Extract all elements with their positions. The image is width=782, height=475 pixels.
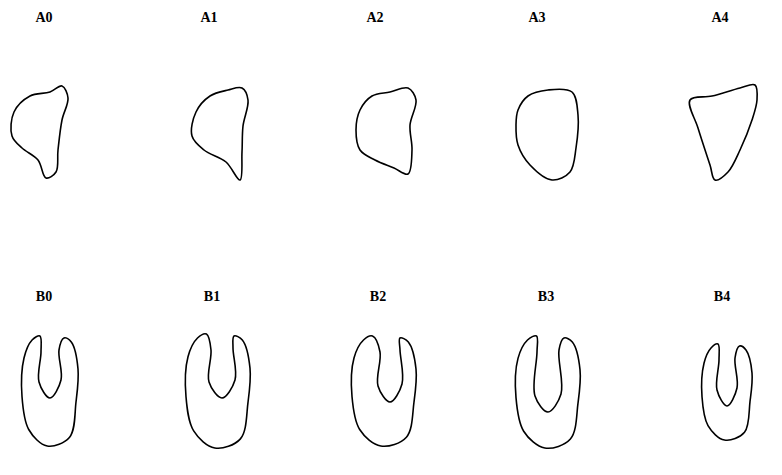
figure-label: B2 bbox=[370, 290, 386, 304]
shape-outline bbox=[11, 86, 68, 178]
figure-label: B3 bbox=[538, 290, 554, 304]
figure-label: A0 bbox=[35, 11, 52, 25]
figure-label: A1 bbox=[200, 11, 217, 25]
figure-label: B4 bbox=[714, 290, 730, 304]
shape-outline bbox=[515, 336, 580, 449]
shape-outline bbox=[22, 336, 79, 446]
shape-outline bbox=[191, 87, 248, 180]
shape-outline bbox=[689, 84, 757, 180]
shape-outline bbox=[702, 344, 753, 440]
figure-label: A2 bbox=[366, 11, 383, 25]
figure-label: A3 bbox=[528, 11, 545, 25]
shape-outline bbox=[516, 89, 578, 180]
shape-outline bbox=[356, 88, 416, 175]
figure-label: B1 bbox=[204, 290, 220, 304]
figure-label: A4 bbox=[711, 11, 728, 25]
shape-outline bbox=[185, 334, 250, 448]
shape-outline bbox=[351, 336, 416, 446]
figure-label: B0 bbox=[36, 290, 52, 304]
